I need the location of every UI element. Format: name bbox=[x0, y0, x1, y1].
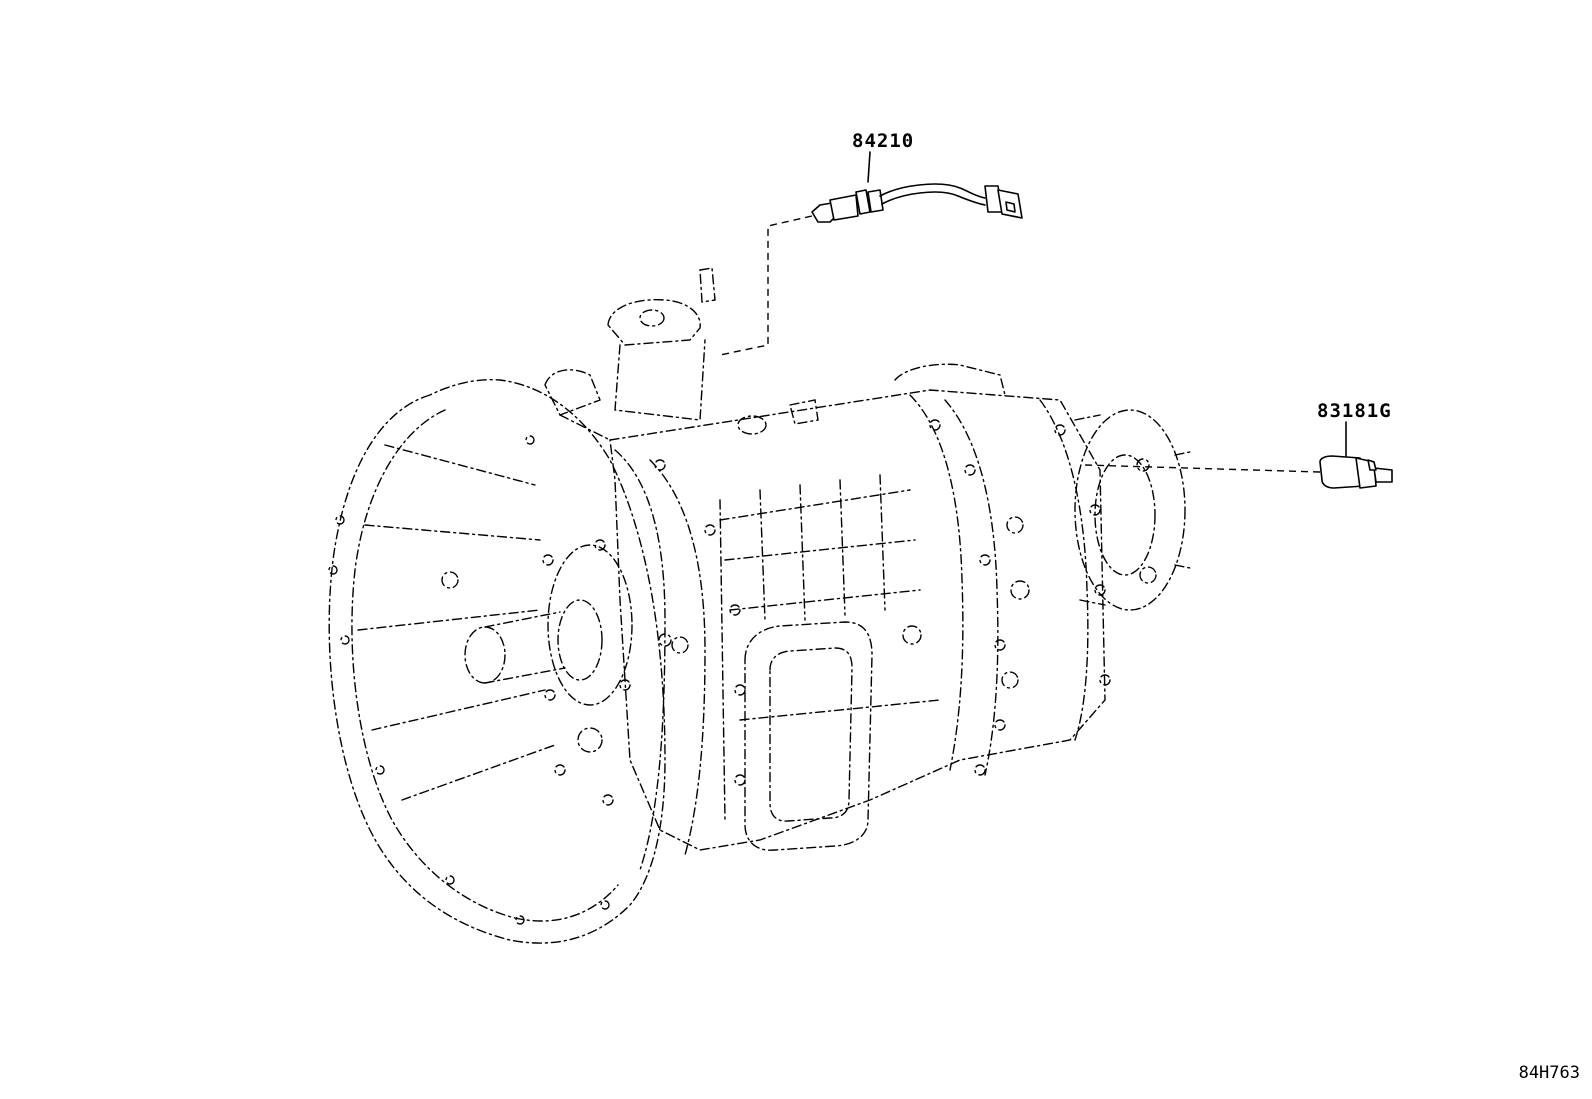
part-number-label: 83181G bbox=[1317, 400, 1392, 422]
sensor-mount-leader bbox=[719, 215, 813, 356]
part-number-label: 84210 bbox=[852, 130, 915, 152]
speedometer-mount-leader bbox=[1084, 464, 1321, 473]
speed-sensor-with-connector-icon bbox=[811, 151, 1023, 223]
figure-id: 84H763 bbox=[1518, 1063, 1580, 1083]
speedometer-sensor-icon bbox=[1319, 421, 1393, 489]
transmission-assembly-icon bbox=[328, 267, 1191, 944]
